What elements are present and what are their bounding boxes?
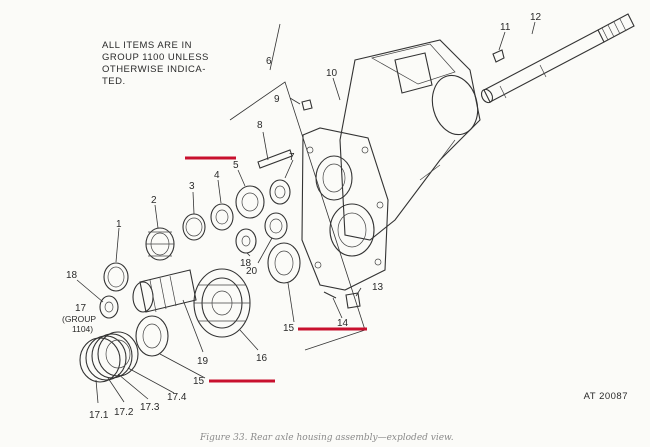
leader-line — [95, 379, 99, 404]
washer-left — [99, 295, 119, 319]
callout-15-upper: 15 — [283, 323, 295, 334]
callout-20: 20 — [246, 266, 258, 277]
leader-line — [269, 23, 281, 71]
bearing-15-upper — [267, 242, 301, 284]
callout-2: 2 — [151, 195, 157, 206]
callout-18-upper: 18 — [240, 258, 252, 269]
callout-5: 5 — [233, 160, 239, 171]
callout-3: 3 — [189, 181, 195, 192]
washer-18 — [235, 228, 257, 254]
group-note: ALL ITEMS ARE IN GROUP 1100 UNLESS OTHER… — [102, 40, 242, 88]
axle-housing — [339, 39, 481, 241]
note-line: GROUP 1100 UNLESS — [102, 52, 209, 63]
callout-17: 17 — [75, 303, 87, 314]
note-line: TED. — [102, 76, 126, 87]
callout-17-3: 17.3 — [140, 402, 160, 413]
axle-shaft — [480, 13, 635, 104]
leader-line — [287, 282, 295, 323]
leader-line — [239, 329, 259, 351]
callout-7: 7 — [289, 152, 295, 163]
leader-line — [332, 297, 343, 319]
group-bracket — [229, 81, 366, 351]
callout-14: 14 — [337, 318, 349, 329]
note-line: ALL ITEMS ARE IN — [102, 40, 193, 51]
leader-line — [154, 204, 159, 229]
callout-13: 13 — [372, 282, 384, 293]
leader-line — [531, 21, 536, 35]
callout-17-group: (GROUP — [62, 314, 96, 324]
bolt — [301, 99, 313, 111]
callout-19: 19 — [197, 356, 209, 367]
race-4 — [210, 203, 234, 231]
note-line: OTHERWISE INDICA- — [102, 64, 206, 75]
leader-line — [257, 237, 273, 264]
callout-18: 18 — [66, 270, 78, 281]
leader-line — [262, 131, 269, 161]
dowel-pin — [323, 291, 337, 299]
callout-11: 11 — [500, 22, 511, 33]
callout-1: 1 — [116, 219, 122, 230]
figure-caption: Figure 33. Rear axle housing assembly—ex… — [200, 433, 454, 443]
callout-17-1: 17.1 — [89, 410, 109, 421]
callout-17-group-num: 1104) — [72, 324, 93, 334]
leader-line — [237, 169, 246, 187]
shaft-pin — [257, 149, 293, 169]
callout-17-2: 17.2 — [114, 407, 134, 418]
callout-15-lower: 15 — [193, 376, 205, 387]
snap-ring-1 — [103, 262, 129, 292]
drive-shaft-19 — [132, 269, 197, 313]
figure-id: AT 20087 — [583, 391, 628, 402]
leader-line — [284, 159, 294, 179]
callout-10: 10 — [326, 68, 338, 79]
woodruff-key — [492, 49, 505, 63]
plug — [345, 292, 361, 309]
bearing-20 — [264, 212, 288, 240]
leader-line — [115, 227, 120, 263]
bearing-7 — [269, 179, 291, 205]
leader-line — [107, 377, 125, 403]
leader-line — [355, 287, 362, 297]
snap-ring-3 — [182, 213, 206, 241]
bearing-5 — [235, 185, 265, 219]
leader-line — [289, 97, 301, 105]
callout-16: 16 — [256, 353, 268, 364]
housing-flange — [301, 127, 389, 291]
leader-line — [246, 252, 251, 257]
callout-4: 4 — [214, 170, 220, 181]
leader-line — [76, 279, 104, 303]
leader-line — [117, 373, 149, 400]
leader-line — [498, 31, 506, 51]
callout-12: 12 — [530, 12, 542, 23]
leader-line — [127, 367, 175, 394]
spring-pack — [79, 331, 139, 383]
callout-17-4: 17.4 — [167, 392, 187, 403]
leader-line — [332, 77, 341, 101]
callout-6: 6 — [266, 56, 272, 67]
callout-9: 9 — [274, 94, 280, 105]
leader-line — [217, 179, 222, 204]
large-gear — [193, 268, 251, 338]
leader-line — [182, 299, 204, 353]
bearing-15-lower — [135, 315, 169, 357]
pinion-gear — [145, 227, 175, 261]
leader-line — [159, 353, 206, 379]
leader-line — [192, 191, 195, 215]
callout-8: 8 — [257, 120, 263, 131]
